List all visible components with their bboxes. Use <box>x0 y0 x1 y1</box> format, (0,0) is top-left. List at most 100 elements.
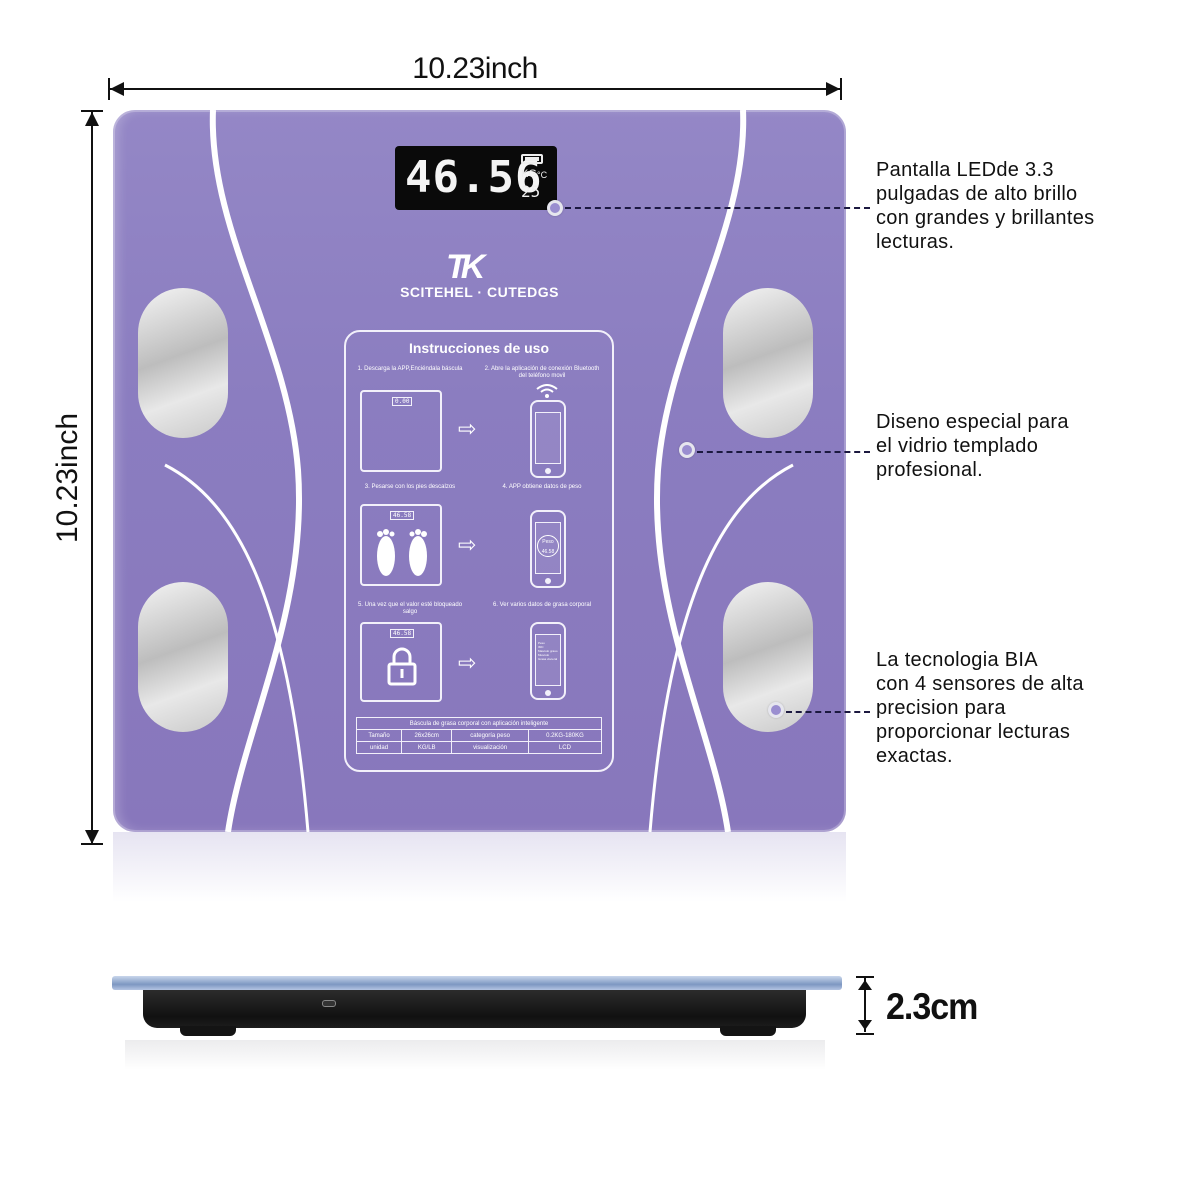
leader-line-glass <box>697 451 870 453</box>
lock-icon <box>387 647 417 686</box>
arrow-left-icon <box>110 82 124 96</box>
spec-value-size: 26x26cm <box>401 729 453 742</box>
step-3-mini-lcd: 46.58 <box>390 511 415 520</box>
spec-label-unit: unidad <box>355 741 403 754</box>
arrow-down-icon <box>858 1020 872 1030</box>
metric-item: IMC <box>538 645 544 649</box>
feature-line: exactas. <box>876 745 953 767</box>
metric-item: Musculo <box>538 653 550 657</box>
peso-reading: Peso 46.58 <box>537 535 559 557</box>
spec-label-weight-range: categoría peso <box>451 729 529 742</box>
spec-value-display: LCD <box>527 741 603 754</box>
phone-home-button <box>545 468 551 474</box>
instructions-panel: Instrucciones de uso 1. Descarga la APP,… <box>344 330 614 772</box>
feature-line: La tecnologia BIA <box>876 649 1038 671</box>
callout-dot-display <box>547 200 563 216</box>
scale-side-base <box>143 990 806 1028</box>
step-1-scale-illustration: 0.00 <box>360 390 442 472</box>
feature-led-display: Pantalla LEDde 3.3 pulgadas de alto bril… <box>876 158 1094 254</box>
callout-dot-sensor <box>768 702 784 718</box>
scale-reflection <box>113 832 846 902</box>
step-6-caption: 6. Ver varios datos de grasa corporal <box>492 602 592 608</box>
feature-line: profesional. <box>876 459 983 481</box>
arrow-down-icon <box>85 830 99 844</box>
phone-home-button <box>545 690 551 696</box>
weight-unit: KG <box>521 168 537 180</box>
step-2-phone-icon <box>530 400 566 478</box>
feature-line: Diseno especial para <box>876 411 1069 433</box>
step-5-caption: 5. Una vez que el valor esté bloqueado s… <box>357 602 463 615</box>
footprints-icon <box>377 529 427 576</box>
sensor-electrode-top-left <box>138 288 228 438</box>
phone-home-button <box>545 578 551 584</box>
table-row: unidad KG/LB visualización LCD <box>355 741 603 754</box>
arrow-right-icon: ⇨ <box>458 650 477 675</box>
metric-item: Peso <box>538 641 545 645</box>
spec-label-display: visualización <box>451 741 529 754</box>
metric-item: Masculo graso <box>538 649 558 653</box>
scale-side-glass <box>112 976 842 990</box>
step-3-caption: 3. Pesarse con los pies descalzos <box>364 484 456 490</box>
feature-line: el vidrio templado <box>876 435 1039 457</box>
width-dimension-cap-right <box>840 78 842 100</box>
step-4-caption: 4. APP obtiene datos de peso <box>502 484 582 490</box>
step-5-scale-illustration: 46.58 <box>360 622 442 702</box>
instructions-title: Instrucciones de uso <box>408 340 550 356</box>
spec-label-size: Tamaño <box>355 729 403 742</box>
arrow-up-icon <box>858 980 872 990</box>
feature-line: lecturas. <box>876 231 955 253</box>
width-dimension-label: 10.23inch <box>412 52 538 85</box>
step-2-caption: 2. Abre la aplicación de conexión Blueto… <box>484 366 600 379</box>
feature-line: pulgadas de alto brillo <box>876 183 1078 205</box>
spec-table: Báscula de grasa corporal con aplicación… <box>355 717 603 754</box>
brand-name: SCITEHEL · CUTEDGS <box>400 284 559 300</box>
sensor-electrode-top-right <box>723 288 813 438</box>
feature-tempered-glass: Diseno especial para el vidrio templado … <box>876 410 1069 482</box>
feature-line: Pantalla LEDde 3.3 <box>876 159 1054 181</box>
battery-icon <box>521 154 543 164</box>
step-6-phone-icon: Peso IMC Masculo graso Musculo Grasa vis… <box>530 622 566 700</box>
arrow-right-icon: ⇨ <box>458 532 477 557</box>
width-dimension-cap-left <box>108 78 110 100</box>
height-dimension-cap-top <box>81 110 103 112</box>
feature-line: con grandes y brillantes <box>876 207 1095 229</box>
brand-logo-icon: TK <box>446 248 485 286</box>
body-metrics-list: Peso IMC Masculo graso Musculo Grasa vis… <box>538 641 558 661</box>
step-4-phone-icon: Peso 46.58 <box>530 510 566 588</box>
side-reflection <box>125 1040 825 1070</box>
height-dimension-line <box>91 112 93 844</box>
scale-foot-left <box>180 1026 236 1036</box>
phone-screen: Peso IMC Masculo graso Musculo Grasa vis… <box>535 634 561 686</box>
spec-value-weight-range: 0.2KG-180KG <box>527 729 603 742</box>
step-3-scale-illustration: 46.58 <box>360 504 442 586</box>
step-1-mini-lcd: 0.00 <box>392 397 413 406</box>
temperature-unit: °C <box>537 170 548 180</box>
usb-port-icon <box>322 1000 336 1007</box>
arrow-right-icon <box>826 82 840 96</box>
height-dimension-label: 10.23inch <box>51 412 84 544</box>
phone-screen: Peso 46.58 <box>535 522 561 574</box>
leader-line-sensor <box>786 711 870 713</box>
thickness-cap-bottom <box>856 1033 874 1035</box>
feature-bia-sensors: La tecnologia BIA con 4 sensores de alta… <box>876 648 1084 768</box>
scale-top-view: 46.56 KG °C 25 TK SCITEHEL · CUTEDGS Ins… <box>113 110 846 832</box>
thickness-cap-top <box>856 976 874 978</box>
width-dimension-line <box>110 88 840 90</box>
feature-line: con 4 sensores de alta <box>876 673 1084 695</box>
spec-table-title: Báscula de grasa corporal con aplicación… <box>356 717 602 730</box>
feature-line: proporcionar lecturas <box>876 721 1071 743</box>
step-1-caption: 1. Descarga la APP,Enciéndala báscula <box>357 366 463 372</box>
scale-foot-right <box>720 1026 776 1036</box>
weight-reading: 46.56 <box>405 152 543 203</box>
table-row: Tamaño 26x26cm categoría peso 0.2KG-180K… <box>355 729 603 742</box>
lcd-display: 46.56 KG °C 25 <box>395 146 557 210</box>
height-dimension-cap-bottom <box>81 843 103 845</box>
thickness-dimension-line <box>864 978 866 1032</box>
feature-line: precision para <box>876 697 1006 719</box>
thickness-label: 2.3cm <box>886 986 978 1028</box>
step-5-mini-lcd: 46.58 <box>390 629 415 638</box>
phone-screen <box>535 412 561 464</box>
leader-line-display <box>565 207 870 209</box>
wifi-icon <box>536 384 558 401</box>
decorative-curves <box>164 110 794 832</box>
